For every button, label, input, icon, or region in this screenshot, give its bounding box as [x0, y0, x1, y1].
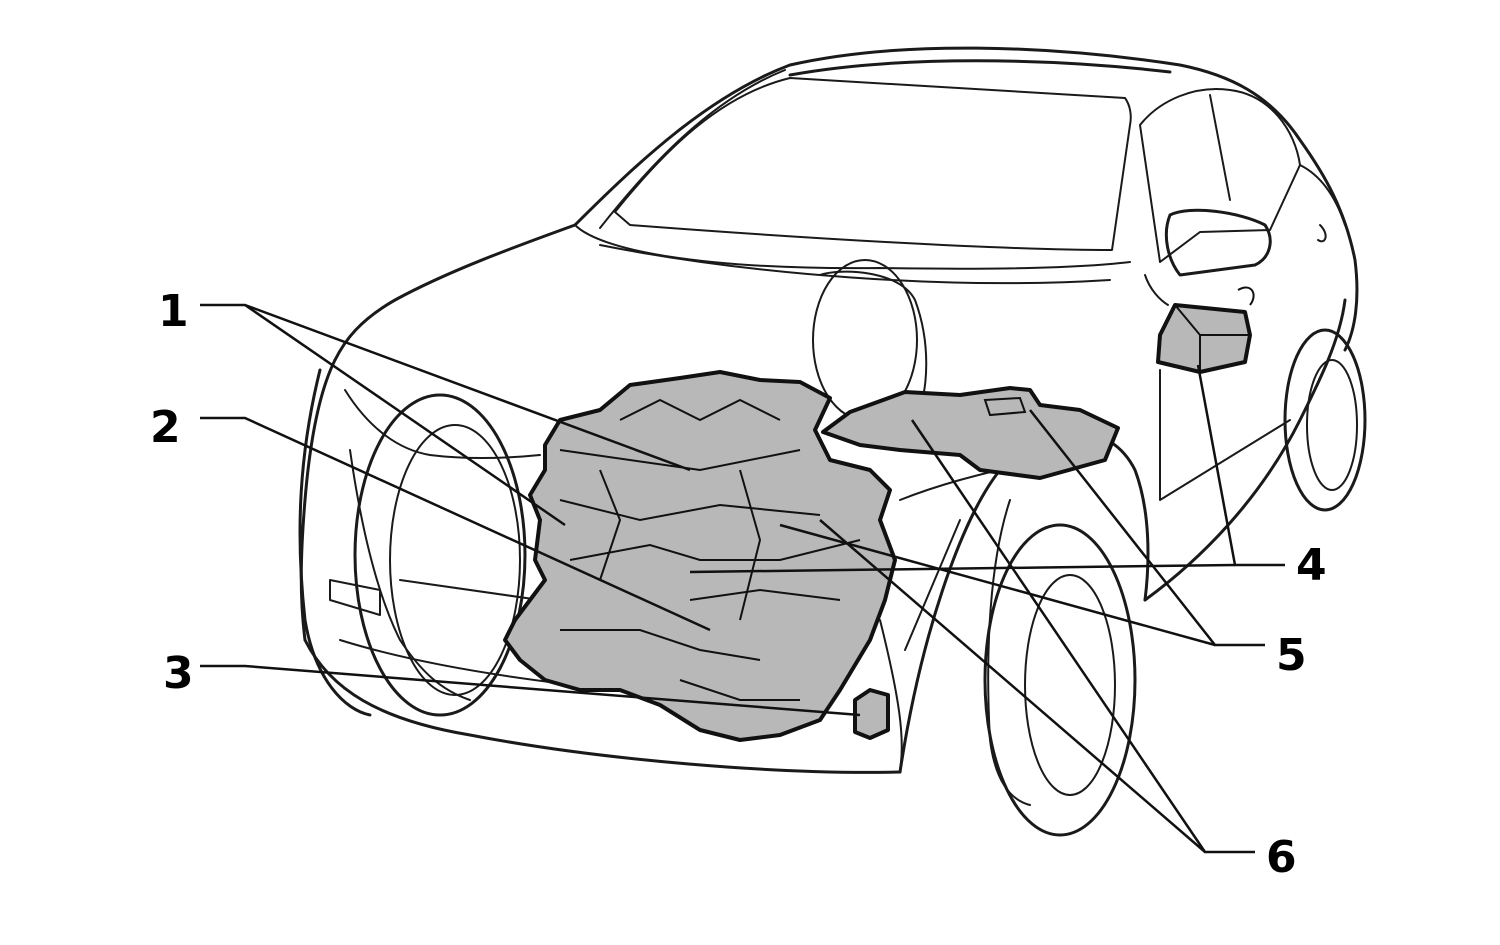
callout-label-5: 5 — [1276, 630, 1307, 681]
leader-4 — [1196, 364, 1285, 567]
callout-label-4: 4 — [1296, 540, 1327, 591]
callout-label-3: 3 — [163, 648, 194, 699]
callout-labels: 1 2 3 4 5 6 — [150, 286, 1327, 883]
auxiliary-battery — [1156, 286, 1255, 374]
car-body-outline — [298, 46, 1367, 837]
battery-pack — [821, 386, 1120, 480]
leader-1 — [200, 303, 566, 527]
callout-label-1: 1 — [158, 286, 189, 337]
callout-label-2: 2 — [150, 402, 181, 453]
leader-6 — [910, 419, 1255, 854]
leader-2 — [200, 416, 711, 632]
engine-assembly — [503, 370, 897, 742]
control-unit — [853, 688, 890, 740]
leader-3 — [200, 664, 861, 717]
callout-label-6: 6 — [1266, 832, 1297, 883]
callout-leaders — [200, 303, 1285, 854]
